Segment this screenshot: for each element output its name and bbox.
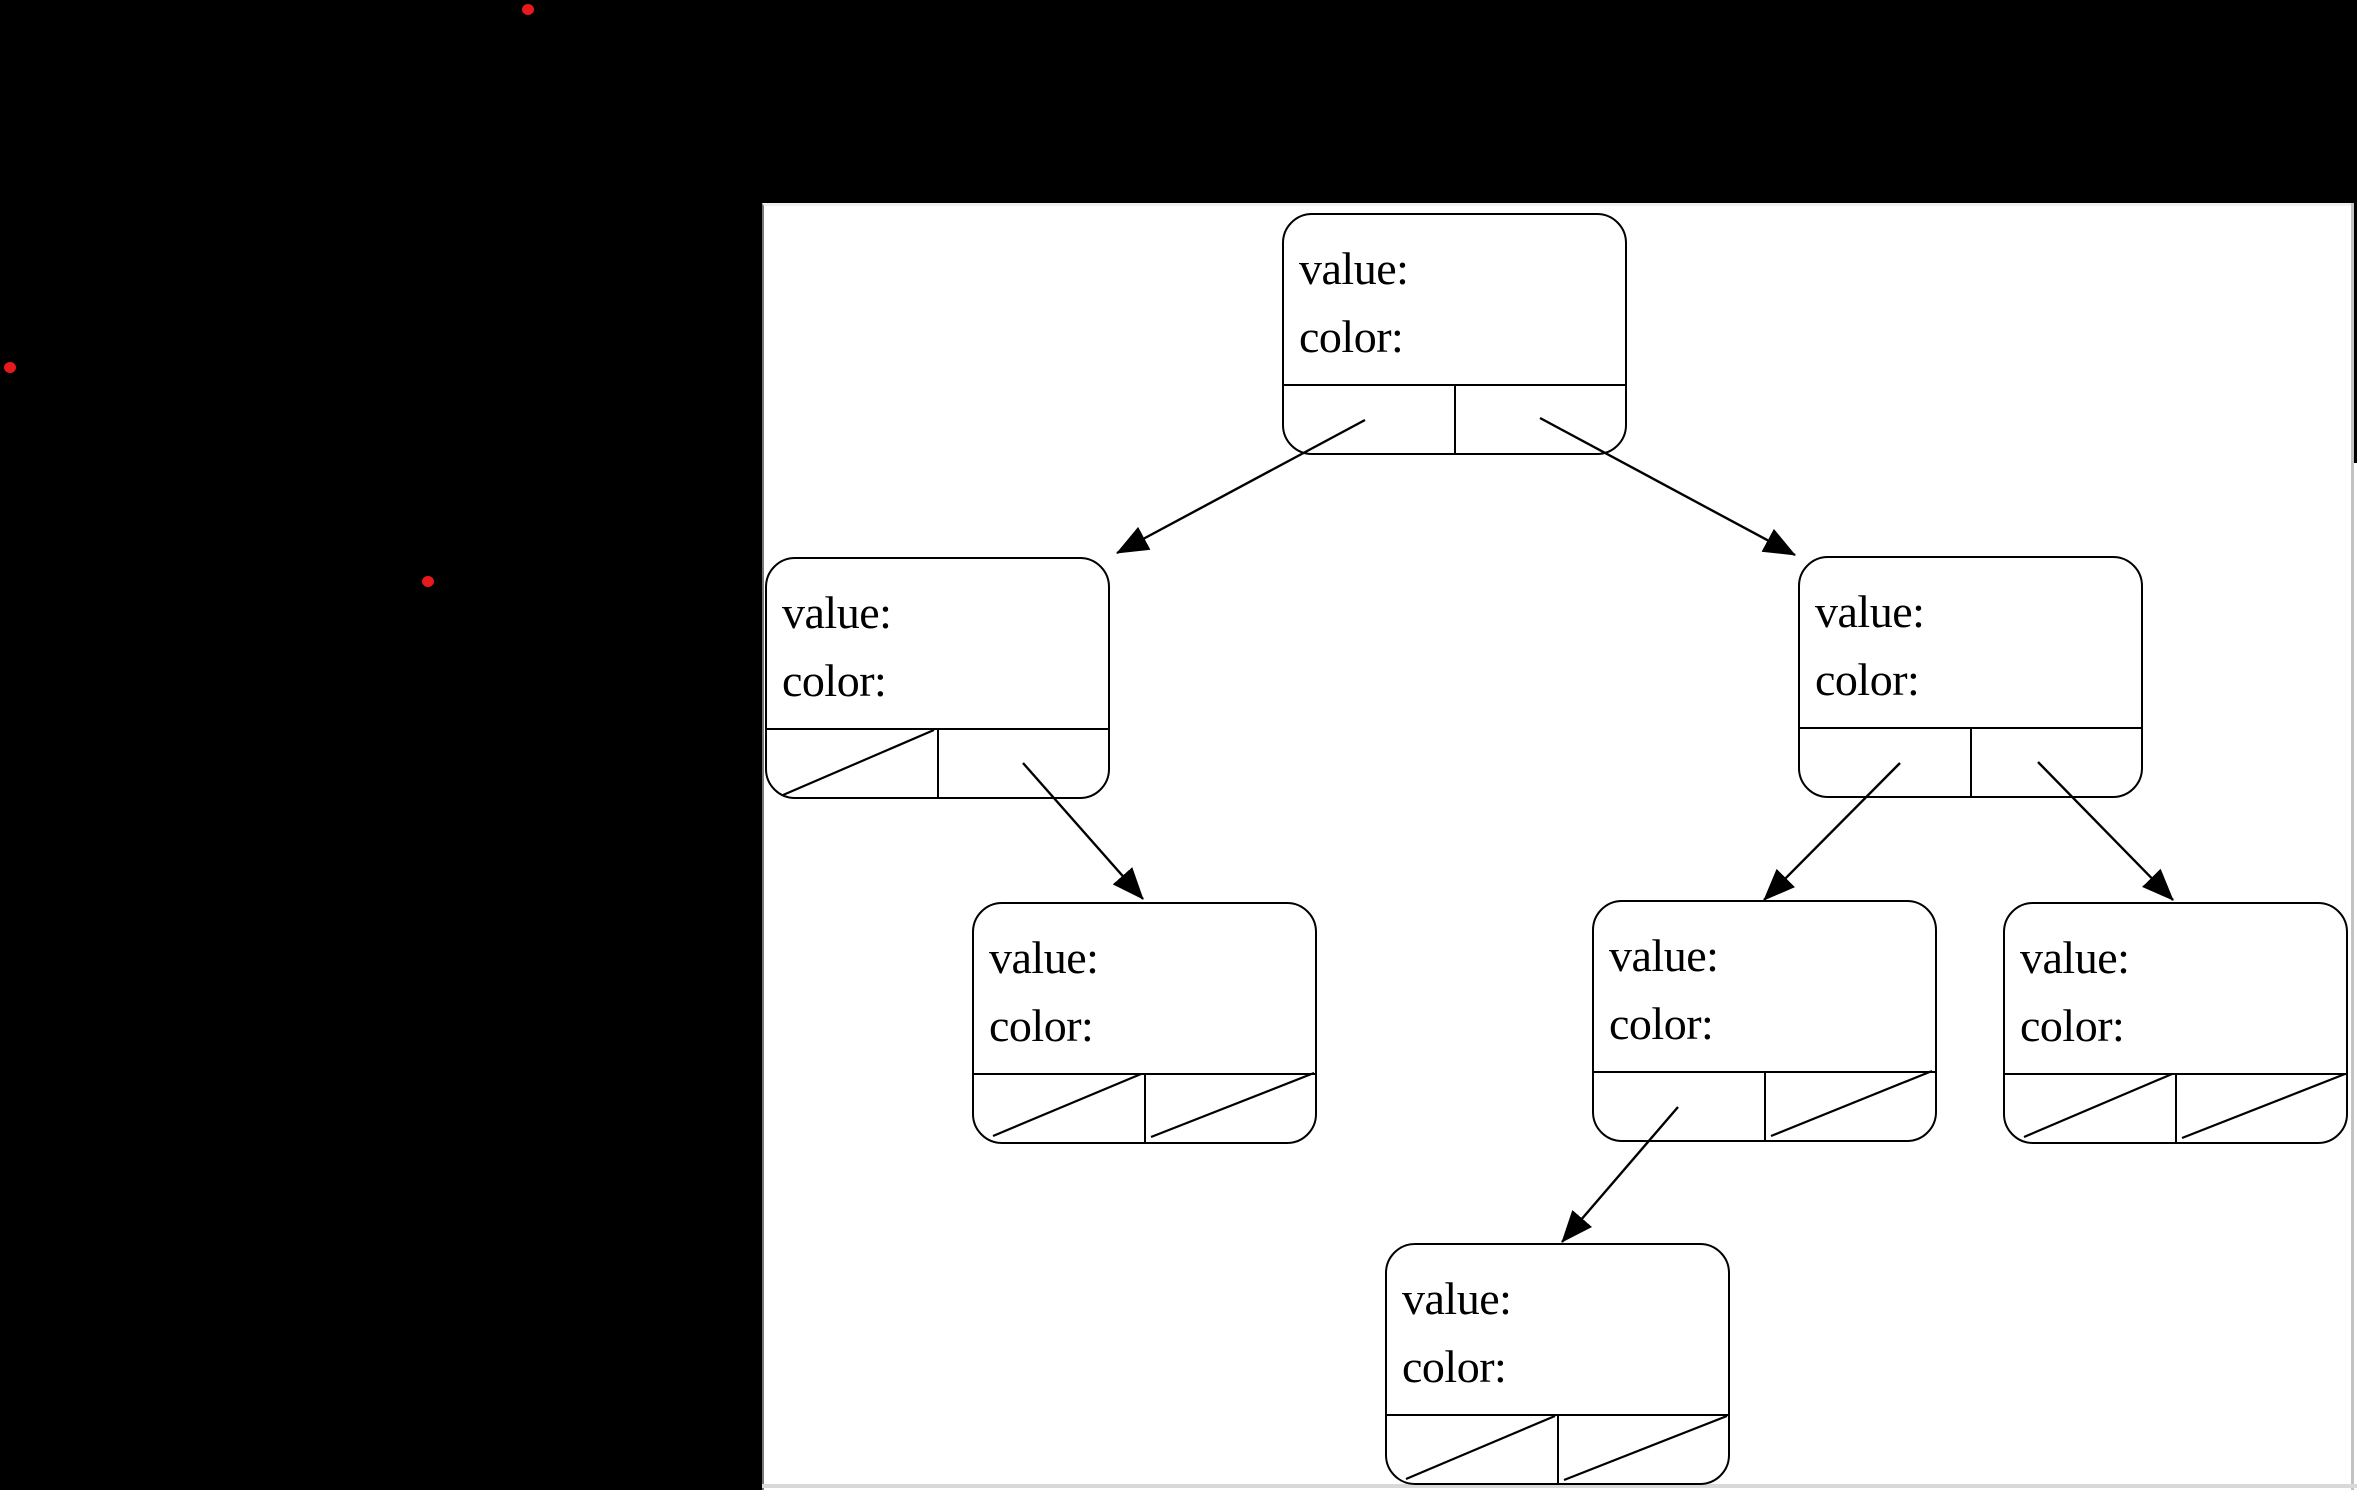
tree-node-right-left-grandchild: value: color: bbox=[1592, 900, 1937, 1142]
panel-right-border bbox=[2351, 203, 2354, 1490]
node-fields: value: color: bbox=[1594, 902, 1935, 1058]
node-fields: value: color: bbox=[767, 559, 1108, 715]
node-color-label: color: bbox=[989, 1000, 1094, 1051]
node-color-label: color: bbox=[1815, 654, 1920, 705]
panel-top-right-sliver bbox=[2354, 203, 2357, 463]
node-color-label: color: bbox=[2020, 1000, 2125, 1051]
node-pointer-row bbox=[1284, 384, 1625, 453]
node-color-label: color: bbox=[1609, 998, 1714, 1049]
left-pointer-cell-null bbox=[974, 1075, 1144, 1142]
node-color-label: color: bbox=[1299, 311, 1404, 362]
node-value-label: value: bbox=[1299, 243, 1409, 294]
tree-node-right-left-left-great-grandchild: value: color: bbox=[1385, 1243, 1730, 1485]
right-pointer-cell bbox=[1969, 729, 2142, 796]
left-pointer-cell-null bbox=[1387, 1416, 1557, 1483]
left-pointer-cell bbox=[1800, 729, 1970, 796]
node-color-label: color: bbox=[1402, 1341, 1507, 1392]
tree-node-root: value: color: bbox=[1282, 213, 1627, 455]
tree-node-left-right-grandchild: value: color: bbox=[972, 902, 1317, 1144]
node-fields: value: color: bbox=[1387, 1245, 1728, 1401]
node-pointer-row bbox=[974, 1073, 1315, 1142]
right-pointer-cell-null bbox=[1143, 1075, 1316, 1142]
left-pointer-cell-null bbox=[2005, 1075, 2175, 1142]
node-value-label: value: bbox=[1815, 586, 1925, 637]
node-color-label: color: bbox=[782, 655, 887, 706]
left-pointer-cell bbox=[1284, 386, 1454, 453]
node-value-label: value: bbox=[1402, 1273, 1512, 1324]
left-pointer-cell-null bbox=[767, 730, 937, 797]
left-pointer-cell bbox=[1594, 1073, 1764, 1140]
node-fields: value: color: bbox=[974, 904, 1315, 1060]
node-pointer-row bbox=[2005, 1073, 2346, 1142]
node-fields: value: color: bbox=[1284, 215, 1625, 371]
right-pointer-cell-null bbox=[2174, 1075, 2347, 1142]
tree-node-right-right-grandchild: value: color: bbox=[2003, 902, 2348, 1144]
red-laser-dot bbox=[522, 4, 534, 15]
right-pointer-cell bbox=[936, 730, 1109, 797]
node-value-label: value: bbox=[782, 587, 892, 638]
node-fields: value: color: bbox=[1800, 558, 2141, 714]
right-pointer-cell-null bbox=[1763, 1073, 1936, 1140]
red-laser-dot bbox=[4, 362, 16, 373]
node-pointer-row bbox=[1387, 1414, 1728, 1483]
node-pointer-row bbox=[1594, 1071, 1935, 1140]
red-laser-dot bbox=[422, 576, 434, 587]
node-value-label: value: bbox=[989, 932, 1099, 983]
node-fields: value: color: bbox=[2005, 904, 2346, 1060]
right-pointer-cell-null bbox=[1556, 1416, 1729, 1483]
node-value-label: value: bbox=[2020, 932, 2130, 983]
panel-bottom-strip bbox=[762, 1484, 2357, 1488]
right-pointer-cell bbox=[1453, 386, 1626, 453]
tree-node-left-child: value: color: bbox=[765, 557, 1110, 799]
node-pointer-row bbox=[767, 728, 1108, 797]
tree-node-right-child: value: color: bbox=[1798, 556, 2143, 798]
node-value-label: value: bbox=[1609, 930, 1719, 981]
node-pointer-row bbox=[1800, 727, 2141, 796]
